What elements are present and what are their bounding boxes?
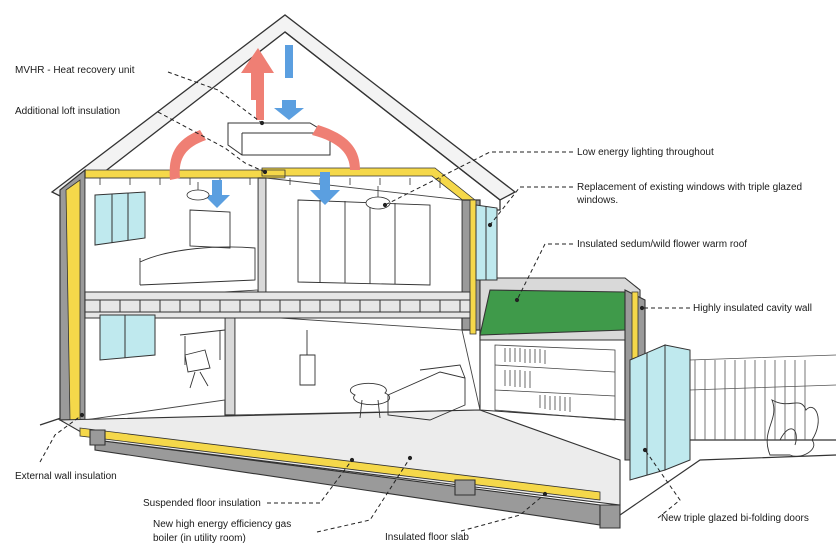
garden-shrub [766, 398, 819, 457]
label-bifold: New triple glazed bi-folding doors [661, 513, 809, 524]
label-windows-1: Replacement of existing windows with tri… [577, 182, 802, 193]
bed [139, 246, 256, 286]
garden-fence [689, 354, 836, 440]
house-walls [59, 168, 481, 421]
desk-chair [184, 349, 211, 389]
bookshelves [494, 344, 616, 421]
ground-window [99, 314, 156, 361]
label-slab: Insulated floor slab [385, 532, 469, 543]
warm-air-arrow-icon [169, 48, 360, 180]
label-lighting: Low energy lighting throughout [577, 147, 714, 158]
sedum-roof [479, 289, 626, 336]
label-boiler-1: New high energy efficiency gas [153, 519, 291, 530]
label-external: External wall insulation [15, 471, 117, 482]
mvhr-unit [227, 122, 331, 156]
label-windows-2: windows. [576, 195, 618, 206]
label-cavity: Highly insulated cavity wall [693, 303, 812, 314]
cool-air-arrow-icon [204, 45, 340, 208]
desk [179, 329, 226, 365]
labels: MVHR - Heat recovery unit Additional lof… [15, 65, 812, 544]
label-loft: Additional loft insulation [15, 106, 120, 117]
coffee-table [349, 382, 391, 419]
interior-shading [84, 177, 481, 421]
sofa [387, 371, 466, 421]
ground-floor [58, 409, 621, 529]
label-roof: Insulated sedum/wild flower warm roof [577, 239, 747, 250]
label-mvhr: MVHR - Heat recovery unit [15, 65, 135, 76]
stove [299, 330, 316, 386]
windows [94, 191, 691, 481]
bedroom-window [94, 191, 146, 246]
label-boiler-2: boiler (in utility room) [153, 533, 246, 544]
pendant-lights [186, 182, 391, 210]
first-floor-joists [84, 291, 471, 319]
leader-lines [39, 71, 690, 533]
label-floor-ins: Suspended floor insulation [143, 498, 261, 509]
